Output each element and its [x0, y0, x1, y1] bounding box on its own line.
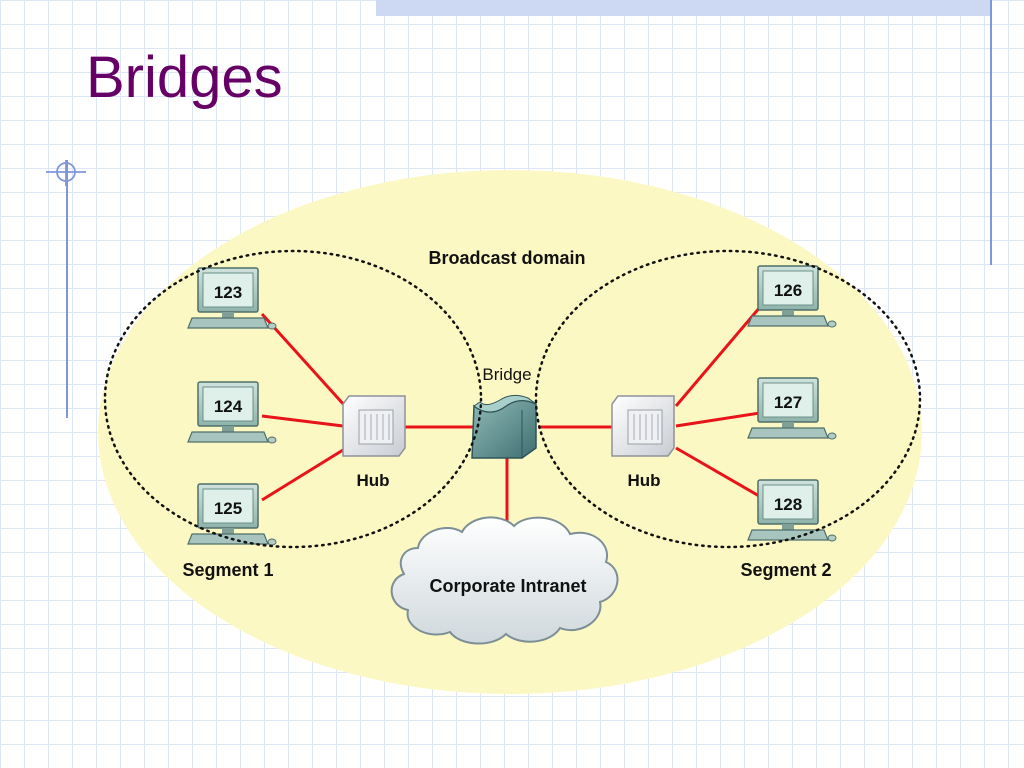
bridge-label: Bridge — [482, 365, 531, 384]
slide-title: Bridges — [86, 45, 283, 110]
computer-label: 125 — [214, 499, 242, 518]
segment-2-label: Segment 2 — [740, 560, 831, 580]
segment-2-boundary — [534, 249, 922, 549]
computer-label: 124 — [214, 397, 243, 416]
hub-2 — [611, 395, 675, 457]
collision-domain-boundaries — [103, 249, 922, 549]
hub-2-label: Hub — [627, 471, 660, 490]
decorative-left-line — [66, 160, 68, 418]
link-hub2-127 — [675, 410, 767, 428]
link-124-hub1 — [261, 414, 344, 428]
header-bar — [376, 0, 990, 16]
hub-1 — [342, 395, 406, 457]
cloud-label: Corporate Intranet — [429, 576, 586, 596]
hub-1-label: Hub — [356, 471, 389, 490]
computer-label: 127 — [774, 393, 802, 412]
bridge-device — [471, 394, 537, 459]
crosshair-icon — [46, 160, 86, 186]
corporate-intranet-cloud — [390, 516, 619, 645]
link-125-hub1 — [261, 448, 344, 502]
computer-label: 128 — [774, 495, 802, 514]
computer-label: 126 — [774, 281, 802, 300]
computer-label: 123 — [214, 283, 242, 302]
network-links — [260, 299, 768, 528]
segment-1-boundary — [103, 249, 483, 549]
link-123-hub1 — [260, 312, 347, 408]
link-hub2-128 — [675, 446, 767, 502]
broadcast-domain-label: Broadcast domain — [428, 248, 585, 268]
segment-1-label: Segment 1 — [182, 560, 273, 580]
decorative-vertical-line — [990, 0, 992, 265]
